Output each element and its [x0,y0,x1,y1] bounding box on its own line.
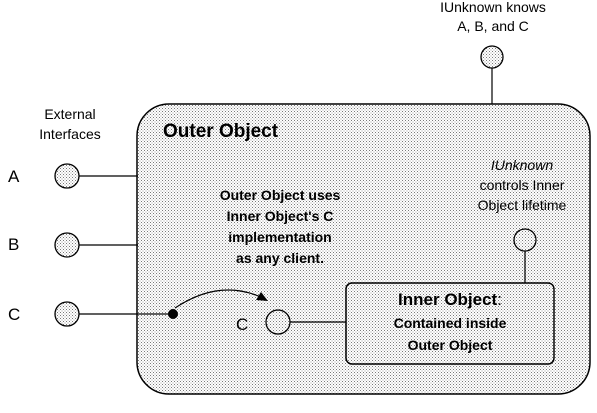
inner-object-title: Inner Object: [398,290,502,309]
external-interfaces-line1: External [44,106,95,122]
uses-text-line2: Inner Object's C [227,208,334,224]
interface-b-label: B [8,235,19,254]
top-note-line1: IUnknown knows [440,0,546,15]
uses-text-line4: as any client. [236,250,324,266]
lifetime-iunknown-label: IUnknown [491,157,553,173]
interface-b-lollipop-icon [54,232,80,258]
client-connection-dot [168,309,178,319]
top-note-line2: A, B, and C [457,18,529,34]
external-interfaces-line2: Interfaces [39,126,100,142]
interface-a-label: A [8,167,20,186]
interface-c-lollipop-icon [54,301,80,327]
uses-arrow-curve [174,289,264,309]
lifetime-line3: Object lifetime [478,197,567,213]
inner-object-box [345,282,555,365]
inner-iunknown-lollipop-icon [513,228,537,252]
interface-a-lollipop-icon [54,163,80,189]
outer-iunknown-lollipop-icon [480,45,504,69]
inner-object-line2: Contained inside [394,315,507,331]
inner-c-lollipop-icon [265,309,291,335]
inner-object-line3: Outer Object [408,337,493,353]
uses-arrowhead-icon [256,292,268,301]
uses-text-line3: implementation [228,229,331,245]
uses-text-line1: Outer Object uses [220,187,341,203]
outer-object-title: Outer Object [163,121,279,142]
interface-c-label: C [8,305,20,324]
lifetime-line2: controls Inner [480,177,565,193]
inner-c-label: C [236,315,248,334]
